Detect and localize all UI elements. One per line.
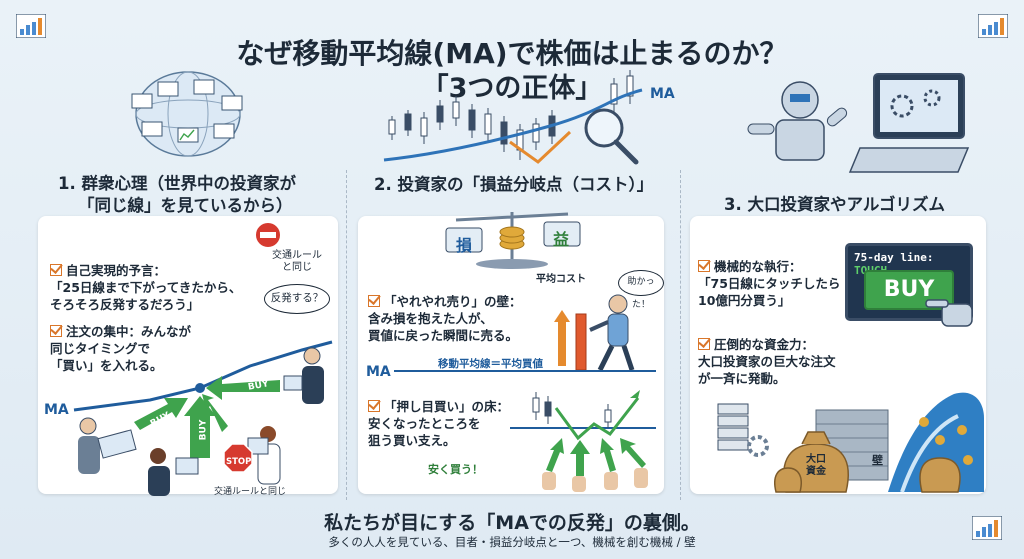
wall-label: 壁 (872, 454, 883, 467)
traffic-rule-note-line1: 交通ルール (272, 250, 322, 261)
ma-equals-avg-label: 移動平均線＝平均買値 (438, 358, 543, 370)
col2-ma-label: MA (366, 364, 391, 380)
footer-headline: 私たちが目にする「MAでの反発」の裏側。 (324, 512, 700, 534)
checkbox-icon (698, 260, 710, 272)
col1-item1-title: 自己実現的予言： (66, 263, 167, 278)
loss-label: 損 (456, 236, 473, 255)
col1-item2-line2: 同じタイミングで (50, 341, 151, 356)
column-divider (346, 170, 347, 500)
col3-item1-line3: 10億円分買う」 (698, 293, 791, 308)
col1-item1-line3: そろそろ反発するだろう」 (50, 297, 200, 312)
robot-computer-illustration (747, 73, 970, 173)
col1-item2: 注文の集中：みんなが 同じタイミングで 「買い」を入れる。 (50, 323, 191, 374)
col3-item2-line3: が一斉に発動。 (698, 371, 786, 386)
col3-heading: 3. 大口投資家やアルゴリズム (724, 195, 945, 214)
bar-chart-icon (16, 14, 46, 38)
large-capital-bag-line1: 大口 (806, 454, 826, 465)
traffic-rule-caption: 交通ルールと同じ (214, 487, 287, 497)
column-divider (680, 170, 681, 500)
title-line2: 「3つの正体」 (421, 73, 603, 104)
col1-heading-line1: 1. 群衆心理（世界中の投資家が (58, 174, 296, 193)
candlestick-chart-illustration (383, 70, 643, 165)
checkbox-icon (50, 264, 62, 276)
gain-label: 益 (553, 230, 570, 249)
robot-hand-icon (925, 299, 973, 327)
balance-scale-illustration (445, 212, 581, 269)
col2-item2: 「押し目買い」の床： 安くなったところを 狙う買い支え。 (368, 398, 509, 449)
col3-item2-title: 圧倒的な資金力： (714, 337, 815, 352)
large-capital-bag-label: 大口 資金 (806, 454, 826, 478)
header-ma-label: MA (650, 86, 675, 102)
col1-item2-title: 注文の集中：みんなが (66, 324, 192, 339)
traffic-rule-note: 交通ルール と同じ (272, 250, 322, 274)
stop-sign-label: STOP (226, 457, 252, 467)
col3-item1: 機械的な執行： 「75日線にタッチしたら 10億円分買う」 (698, 258, 840, 309)
screen-buy-button[interactable]: BUY (864, 270, 954, 310)
col1-item1-line2: 「25日線まで下がってきたから、 (50, 280, 242, 295)
col3-item1-line2: 「75日線にタッチしたら (698, 276, 841, 291)
col1-item1: 自己実現的予言： 「25日線まで下がってきたから、 そろそろ反発するだろう」 (50, 262, 241, 313)
title-line1: なぜ移動平均線(MA)で株価は止まるのか？ (236, 37, 788, 70)
capital-wave-illustration (717, 392, 984, 493)
ma-line (394, 370, 656, 372)
checkbox-icon (698, 338, 710, 350)
col2-item2-line2: 安くなったところを (368, 416, 481, 431)
col2-item2-title: 「押し目買い」の床： (384, 399, 510, 414)
avg-cost-label: 平均コスト (536, 274, 586, 285)
screen-status-prefix: 75-day line: (854, 251, 934, 264)
crowd-ma-illustration (73, 340, 333, 496)
globe-investors-illustration (131, 71, 243, 157)
col1-heading-line2: 「同じ線」を見ているから） (78, 196, 293, 215)
col1-ma-label: MA (44, 402, 69, 418)
rebound-question-bubble: 反発する？ (264, 284, 330, 314)
checkbox-icon (368, 400, 380, 412)
col2-item1-line3: 買値に戻った瞬間に売る。 (368, 328, 519, 343)
buy-arrow-label: BUY (198, 419, 209, 441)
relief-bubble: 助かった！ (618, 270, 664, 310)
footer-subline: 多くの人人を見ている、目者・損益分岐点と一つ、機械を創む機械 / 壁 (328, 535, 696, 549)
buy-cheap-label: 安く買う！ (428, 463, 483, 476)
bar-chart-icon (978, 14, 1008, 38)
col1-item2-line3: 「買い」を入れる。 (50, 358, 163, 373)
checkbox-icon (50, 325, 62, 337)
col2-item1: 「やれやれ売り」の壁： 含み損を抱えた人が、 買値に戻った瞬間に売る。 (368, 293, 522, 344)
col2-heading: 2. 投資家の「損益分岐点（コスト）」 (374, 175, 654, 194)
col2-item2-line3: 狙う買い支え。 (368, 433, 456, 448)
traffic-rule-note-line2: と同じ (282, 262, 312, 273)
selling-wall-illustration (554, 294, 635, 372)
col3-item2: 圧倒的な資金力： 大口投資家の巨大な注文 が一斉に発動。 (698, 336, 836, 387)
checkbox-icon (368, 295, 380, 307)
dip-buying-illustration (510, 390, 656, 492)
col3-item1-title: 機械的な執行： (714, 259, 802, 274)
col2-item1-line2: 含み損を抱えた人が、 (368, 311, 493, 326)
bar-chart-icon (972, 516, 1002, 540)
no-entry-sign-icon (254, 221, 282, 249)
col3-item2-line2: 大口投資家の巨大な注文 (698, 354, 836, 369)
col2-item1-title: 「やれやれ売り」の壁： (384, 294, 522, 309)
large-capital-bag-line2: 資金 (806, 466, 826, 477)
